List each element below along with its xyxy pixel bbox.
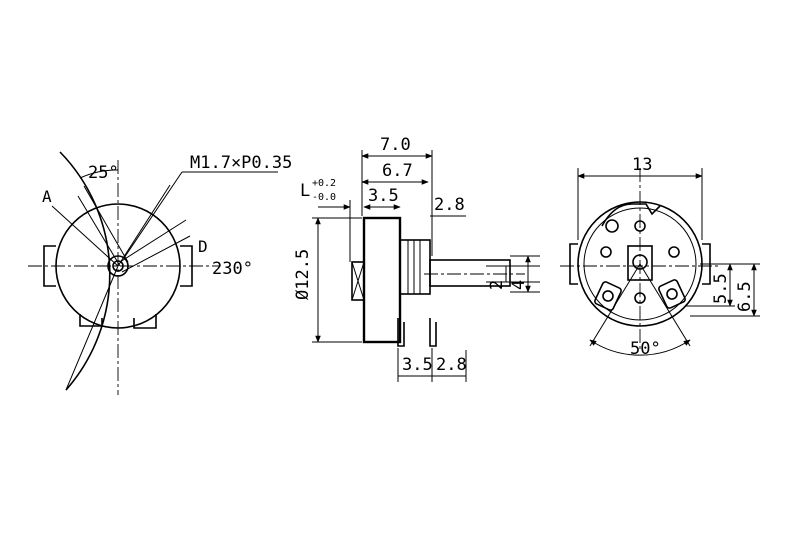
dim-2: 2 — [487, 280, 507, 290]
angle-50-arc — [589, 339, 691, 356]
d-line-1 — [119, 219, 187, 263]
angle-50-label: 50° — [630, 339, 661, 359]
right-lug — [180, 245, 193, 287]
dim-3-5-top: 3.5 — [368, 186, 399, 206]
angle-25-arc — [79, 169, 119, 179]
bottom-right-lug — [133, 314, 157, 329]
bottom-left-lug — [79, 314, 103, 327]
thread-spec-label: M1.7×P0.35 — [190, 153, 292, 173]
shaft-inner-circle — [112, 260, 124, 272]
travel-start-line — [117, 184, 171, 267]
dim-6-5: 6.5 — [735, 281, 755, 312]
dim-13: 13 — [632, 155, 652, 175]
rear-shaft-rect — [627, 245, 653, 281]
travel-end-line — [65, 265, 119, 391]
label-d: D — [198, 237, 208, 256]
bushing-rect — [399, 239, 431, 295]
slot-line-b — [83, 185, 129, 263]
body-rect — [362, 216, 402, 344]
dim-2-8-bottom: 2.8 — [436, 355, 467, 375]
angle-50-line-left — [589, 263, 641, 347]
hole-right — [668, 246, 680, 258]
rear-left-lug — [569, 243, 578, 285]
rear-view: 13 5.5 6.5 50° — [560, 155, 760, 359]
dim-l: L — [300, 181, 310, 201]
dim-l-lower-tol: -0.0 — [312, 192, 336, 203]
pin-right — [429, 318, 437, 347]
slot-line-c — [77, 195, 121, 267]
d-line-2 — [121, 235, 191, 273]
wiper-spring — [601, 203, 661, 227]
dim-l-upper-tol: +0.2 — [312, 178, 336, 189]
front-view: 25° M1.7×P0.35 A D 230° — [28, 151, 292, 395]
dim-4: 4 — [509, 280, 529, 290]
hole-left — [600, 246, 612, 258]
rear-inner-circle — [583, 207, 697, 321]
hole-bottom — [634, 292, 646, 304]
left-lug — [43, 245, 56, 287]
angle-230-label: 230° — [212, 259, 253, 279]
rear-shaft-circle — [632, 254, 648, 270]
dim-3-5-bottom: 3.5 — [402, 355, 433, 375]
slot-line-a — [51, 205, 119, 267]
dim-2-8-top: 2.8 — [434, 195, 465, 215]
rotation-travel-arc — [59, 151, 111, 391]
rear-cover — [351, 261, 365, 301]
dim-diameter: Ø12.5 — [293, 249, 313, 300]
shaft-outer-circle — [107, 255, 129, 277]
body-circle — [55, 203, 181, 329]
hole-top — [634, 220, 646, 232]
rear-cover-hatch — [351, 261, 365, 301]
angle-25-label: 25° — [88, 163, 119, 183]
dim-6-7: 6.7 — [382, 161, 413, 181]
label-a: A — [42, 187, 52, 206]
terminal-left — [594, 281, 622, 311]
dim-5-5: 5.5 — [711, 273, 731, 304]
side-view: 7.0 6.7 L +0.2 -0.0 3.5 2.8 Ø12.5 2 4 — [293, 135, 540, 382]
dim-7-0: 7.0 — [380, 135, 411, 155]
terminal-right — [658, 279, 686, 309]
shaft-rect — [429, 259, 511, 287]
wiper-rivet — [605, 219, 619, 233]
thread-leader — [123, 171, 183, 259]
pin-left — [397, 318, 405, 347]
angle-50-line-right — [639, 263, 691, 347]
